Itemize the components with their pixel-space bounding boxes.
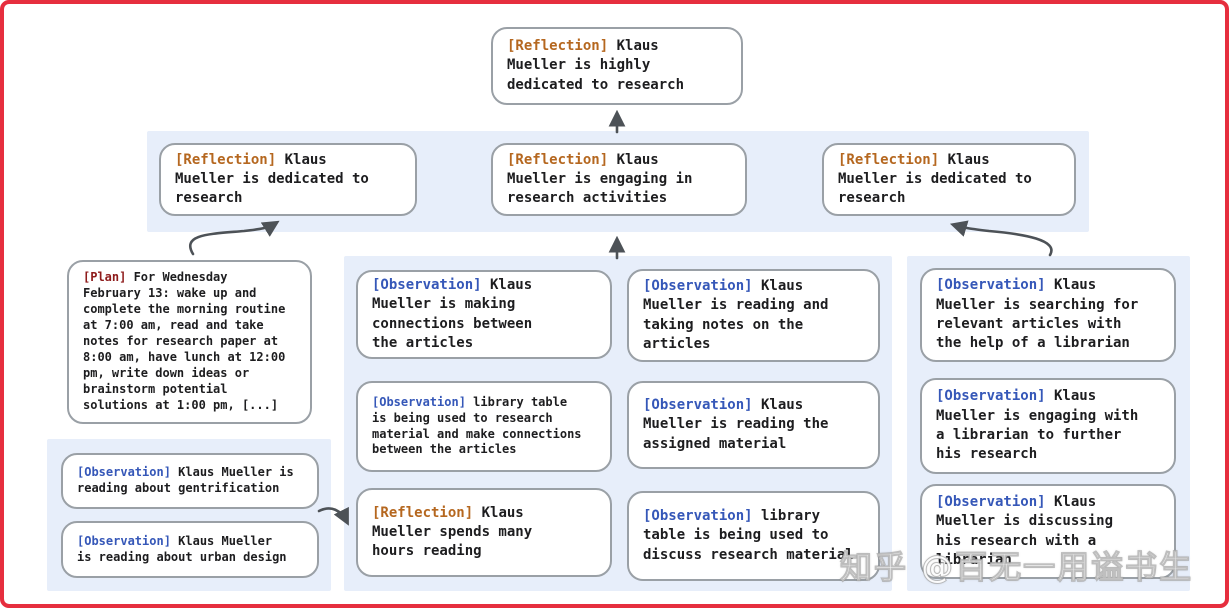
node-observation-taking-notes: [Observation] Klaus Mueller is reading a… [627, 269, 880, 362]
observation-tag: [Observation] [643, 277, 753, 294]
observation-tag: [Observation] [936, 277, 1046, 294]
node-reflection-middle: [Reflection] Klaus Mueller is engaging i… [491, 143, 747, 216]
reflection-tag: [Reflection] [175, 151, 277, 168]
node-text: Klaus Mueller is engaging with a librari… [936, 388, 1139, 463]
node-observation-library-research: [Observation] library table is being use… [356, 381, 612, 472]
node-plan: [Plan] For Wednesday February 13: wake u… [67, 260, 312, 424]
observation-tag: [Observation] [936, 388, 1046, 405]
node-text: library table is being used to research … [372, 394, 582, 457]
node-reflection-left: [Reflection] Klaus Mueller is dedicated … [159, 143, 417, 216]
node-observation-gentrification: [Observation] Klaus Mueller is reading a… [61, 453, 319, 509]
node-text: Klaus Mueller is highly dedicated to res… [507, 38, 685, 93]
watermark: 知乎 @百无一用谥书生 [839, 548, 1194, 587]
node-text: Klaus Mueller is engaging in research ac… [507, 151, 693, 207]
observation-tag: [Observation] [643, 397, 753, 414]
node-text: Klaus Mueller is reading and taking note… [643, 277, 829, 352]
node-text: Klaus Mueller is reading the assigned ma… [643, 397, 829, 452]
observation-tag: [Observation] [372, 394, 466, 409]
node-reflection-root: [Reflection] Klaus Mueller is highly ded… [491, 27, 743, 105]
node-observation-assigned-material: [Observation] Klaus Mueller is reading t… [627, 381, 880, 469]
observation-tag: [Observation] [77, 465, 171, 480]
node-observation-searching-articles: [Observation] Klaus Mueller is searching… [920, 268, 1176, 362]
reflection-tag: [Reflection] [507, 151, 609, 168]
node-reflection-right: [Reflection] Klaus Mueller is dedicated … [822, 143, 1076, 216]
observation-tag: [Observation] [936, 493, 1046, 510]
node-observation-engaging-librarian: [Observation] Klaus Mueller is engaging … [920, 378, 1176, 474]
node-reflection-hours-reading: [Reflection] Klaus Mueller spends many h… [356, 488, 612, 577]
observation-tag: [Observation] [77, 533, 171, 548]
node-observation-connections: [Observation] Klaus Mueller is making co… [356, 270, 612, 359]
node-observation-library-discuss: [Observation] library table is being use… [627, 491, 880, 581]
node-text: Klaus Mueller is dedicated to research [175, 151, 369, 207]
node-text: library table is being used to discuss r… [643, 508, 854, 563]
node-text: Klaus Mueller is discussing his research… [936, 493, 1114, 568]
observation-tag: [Observation] [643, 508, 753, 525]
node-text: Klaus Mueller is searching for relevant … [936, 277, 1139, 352]
reflection-tag: [Reflection] [838, 151, 940, 168]
node-text: Klaus Mueller spends many hours reading [372, 504, 533, 560]
node-text: For Wednesday February 13: wake up and c… [83, 270, 286, 412]
node-observation-discussing-research: [Observation] Klaus Mueller is discussin… [920, 484, 1176, 579]
observation-tag: [Observation] [372, 276, 482, 293]
reflection-tag: [Reflection] [372, 504, 474, 521]
node-text: Klaus Mueller is making connections betw… [372, 276, 533, 351]
node-text: Klaus Mueller is reading about urban des… [77, 533, 287, 564]
reflection-tag: [Reflection] [507, 38, 609, 55]
plan-tag: [Plan] [83, 270, 127, 285]
node-text: Klaus Mueller is dedicated to research [838, 151, 1032, 207]
node-observation-urban-design: [Observation] Klaus Mueller is reading a… [61, 521, 319, 578]
node-text: Klaus Mueller is reading about gentrific… [77, 465, 294, 495]
